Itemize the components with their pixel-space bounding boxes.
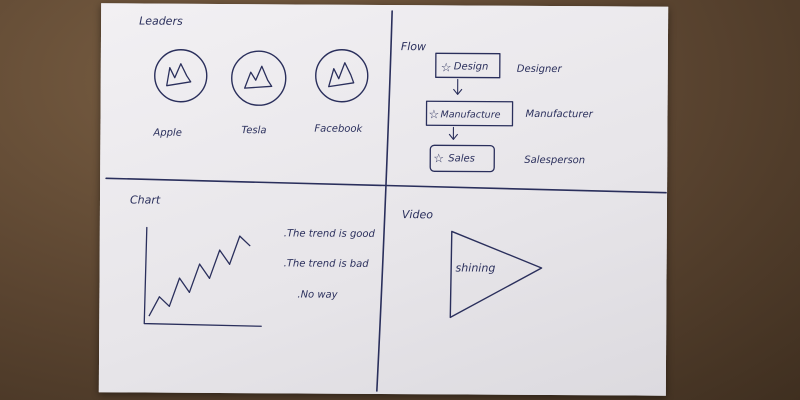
flow-box-label: Manufacture xyxy=(440,109,500,120)
chart-point xyxy=(229,263,231,265)
chart-point xyxy=(168,305,170,307)
flow-box xyxy=(425,100,514,127)
chart-point xyxy=(249,244,251,247)
flow-step-design[interactable]: ☆ Design xyxy=(435,52,501,79)
star-icon: ☆ xyxy=(441,60,452,74)
line-chart xyxy=(143,226,262,327)
mountain-chart-icon xyxy=(166,63,192,87)
chart-axes xyxy=(143,226,262,327)
wireframe-sketch: Leaders Apple Tesla Facebook Flow xyxy=(105,10,667,392)
leader-card-tesla[interactable]: Tesla xyxy=(231,50,287,136)
flow-role-label: Manufacturer xyxy=(525,109,593,120)
leader-label: Facebook xyxy=(314,124,363,135)
chart-bullet: .The trend is bad xyxy=(284,258,370,270)
flow-box xyxy=(429,144,495,173)
leader-card-facebook[interactable]: Facebook xyxy=(314,49,369,135)
star-icon: ☆ xyxy=(433,151,444,165)
flow-step-sales[interactable]: ☆ Sales xyxy=(429,144,495,173)
chart-series-line xyxy=(148,235,251,317)
chart-point xyxy=(188,291,191,293)
leader-avatar-circle xyxy=(231,50,287,106)
chart-point xyxy=(158,296,161,298)
leader-avatar-circle xyxy=(315,49,369,103)
chart-point xyxy=(208,277,211,279)
chart-point xyxy=(199,263,201,265)
flow-arrow-down-icon xyxy=(453,78,463,96)
flow-box-label: Design xyxy=(454,61,489,72)
video-play-label: shining xyxy=(456,261,496,274)
chart-marks xyxy=(148,235,251,317)
mountain-chart-icon xyxy=(328,62,355,88)
leader-label: Apple xyxy=(152,128,182,139)
leaders-title: Leaders xyxy=(139,15,183,28)
leader-label: Tesla xyxy=(241,125,266,136)
chart-point xyxy=(219,249,221,251)
flow-arrow-down-icon xyxy=(448,126,458,140)
chart-point xyxy=(239,235,241,237)
chart-bullet: .The trend is good xyxy=(284,228,376,240)
mountain-chart-icon xyxy=(244,65,273,89)
chart-point xyxy=(148,314,150,317)
leader-avatar-circle xyxy=(154,49,208,103)
chart-point xyxy=(178,277,181,279)
sketch-paper: Leaders Apple Tesla Facebook Flow xyxy=(98,3,669,396)
play-triangle-icon xyxy=(449,230,543,319)
flow-title: Flow xyxy=(401,40,426,53)
video-title: Video xyxy=(402,208,433,221)
vertical-divider xyxy=(376,10,393,392)
flow-role-label: Salesperson xyxy=(524,155,585,166)
leader-card-apple[interactable]: Apple xyxy=(152,49,208,139)
flow-role-label: Designer xyxy=(517,64,563,75)
chart-bullet: .No way xyxy=(297,289,338,300)
chart-title: Chart xyxy=(130,193,161,206)
flow-box-label: Sales xyxy=(448,153,475,164)
video-player[interactable]: shining xyxy=(449,230,543,319)
flow-step-manufacture[interactable]: ☆ Manufacture xyxy=(425,100,514,127)
flow-box xyxy=(435,52,501,79)
star-icon: ☆ xyxy=(428,107,439,121)
